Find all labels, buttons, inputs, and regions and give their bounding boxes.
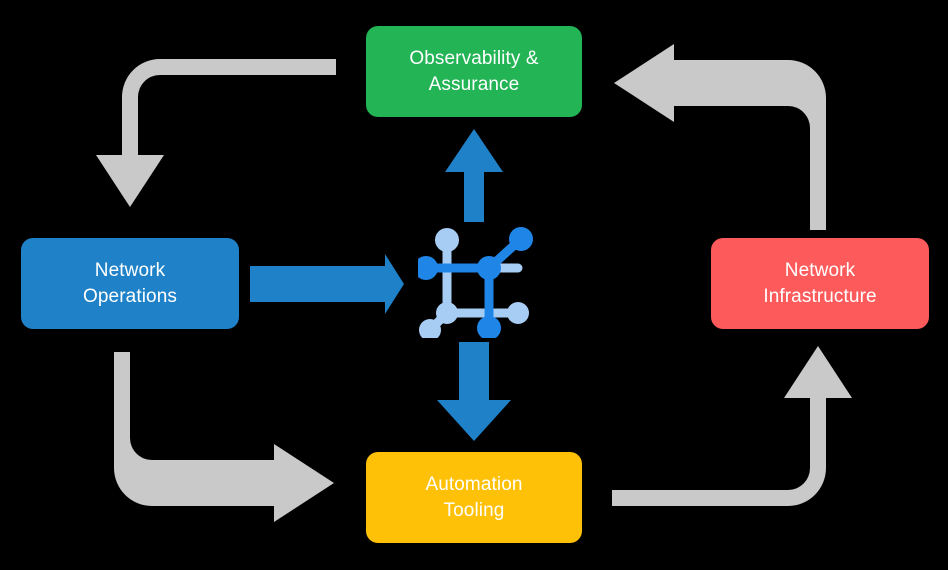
arrow-operations-to-center	[250, 254, 404, 314]
arrow-operations-to-automation	[114, 352, 334, 522]
network-icon-light-nodes	[419, 228, 529, 338]
node-box-network-infrastructure[interactable]: Network Infrastructure	[711, 238, 929, 329]
node-box-automation-tooling[interactable]: Automation Tooling	[366, 452, 582, 543]
arrow-infrastructure-to-observability	[614, 44, 826, 230]
node-box-observability[interactable]: Observability & Assurance	[366, 26, 582, 117]
node-label-network-infrastructure: Network Infrastructure	[763, 260, 877, 307]
arrow-automation-to-infrastructure	[612, 346, 852, 506]
network-topology-icon	[418, 227, 533, 338]
network-icon-dark-nodes	[418, 227, 533, 338]
arrow-center-to-observability	[445, 129, 503, 222]
node-label-observability: Observability & Assurance	[409, 48, 539, 95]
arrow-center-to-automation	[437, 342, 511, 441]
node-label-automation-tooling: Automation Tooling	[425, 474, 523, 521]
arrow-observability-to-operations	[96, 59, 336, 207]
node-label-network-operations: Network Operations	[83, 260, 177, 307]
node-box-network-operations[interactable]: Network Operations	[21, 238, 239, 329]
